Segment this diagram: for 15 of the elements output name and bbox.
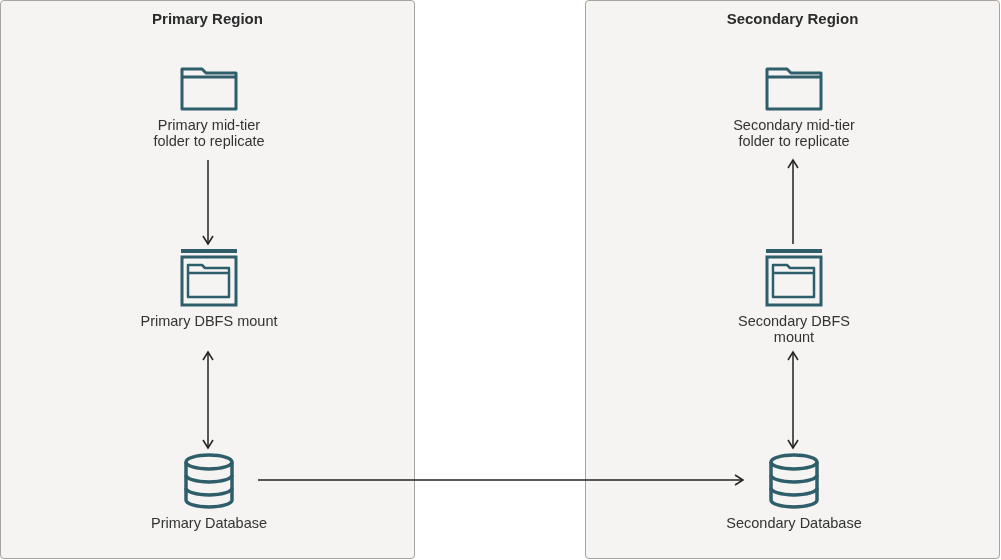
arrow [202, 351, 214, 449]
region-title: Primary Region [151, 9, 264, 29]
arrow [202, 159, 214, 245]
arrow [787, 159, 799, 245]
node-label: Primary mid-tier folder to replicate [152, 117, 266, 149]
arrow [787, 351, 799, 449]
arrow [257, 474, 744, 486]
node-label: Secondary Database [726, 515, 862, 531]
node-label: Secondary mid-tier folder to replicate [732, 117, 856, 149]
region-title: Secondary Region [725, 9, 860, 29]
node-label: Primary Database [150, 515, 267, 531]
node-label: Primary DBFS mount [140, 313, 278, 329]
node-label: Secondary DBFS mount [737, 313, 851, 345]
region-panel [0, 0, 415, 559]
region-panel [585, 0, 1000, 559]
